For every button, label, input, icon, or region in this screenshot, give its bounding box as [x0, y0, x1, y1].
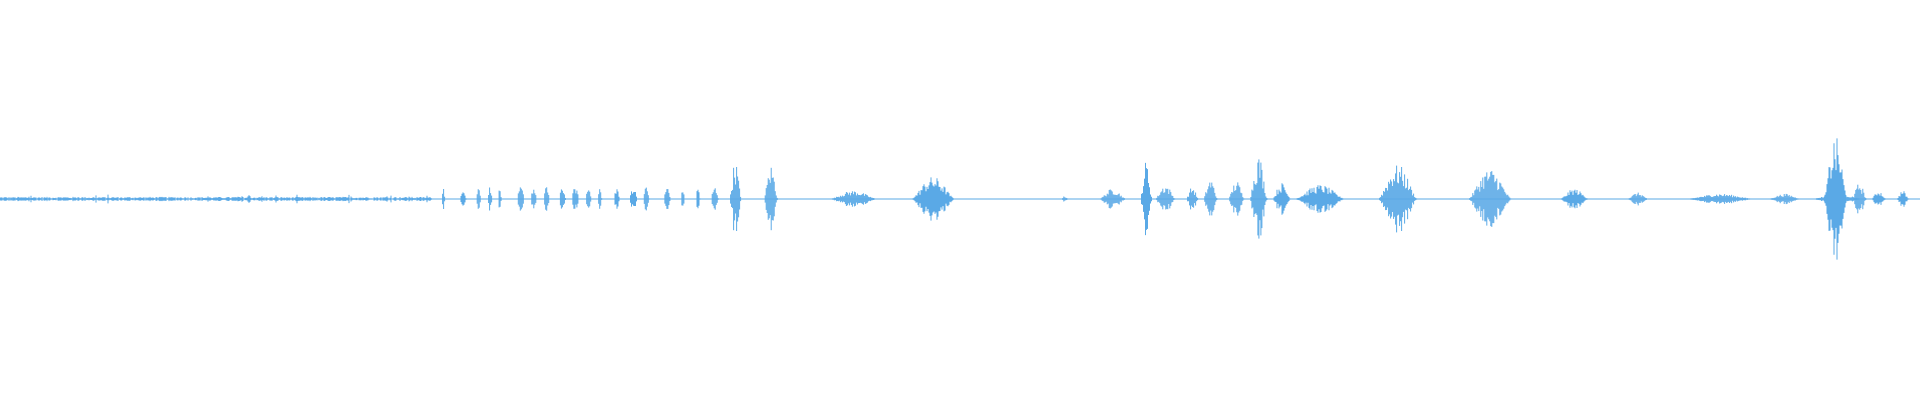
waveform-bars [0, 138, 1909, 260]
